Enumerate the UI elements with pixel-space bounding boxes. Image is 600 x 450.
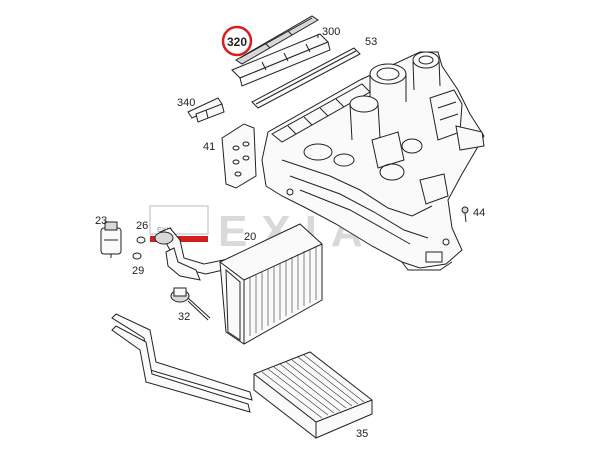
- part-35: [111, 313, 373, 439]
- part-300: [231, 33, 331, 87]
- callout-320: 320: [227, 35, 247, 49]
- callout-26: 26: [136, 220, 148, 232]
- part-41: [221, 123, 257, 189]
- callout-300: 300: [322, 26, 340, 38]
- callout-35: 35: [356, 428, 368, 440]
- callout-23: 23: [95, 215, 107, 227]
- callout-53: 53: [365, 36, 377, 48]
- callout-340: 340: [177, 97, 195, 109]
- main-housing: [261, 51, 485, 271]
- part-20: [154, 223, 323, 345]
- part-29: [132, 252, 142, 260]
- part-340: [187, 97, 225, 123]
- part-320: [235, 15, 319, 65]
- highlight-circle-320: [221, 25, 253, 57]
- part-53: [251, 47, 361, 109]
- part-23: [100, 221, 122, 258]
- callout-41: 41: [203, 141, 215, 153]
- part-32: [170, 287, 211, 321]
- part-44: [461, 206, 469, 223]
- part-26: [136, 236, 146, 244]
- watermark-logo-box: [149, 205, 209, 235]
- callout-20: 20: [244, 231, 256, 243]
- callout-32: 32: [178, 311, 190, 323]
- callout-44: 44: [473, 207, 485, 219]
- callout-29: 29: [132, 265, 144, 277]
